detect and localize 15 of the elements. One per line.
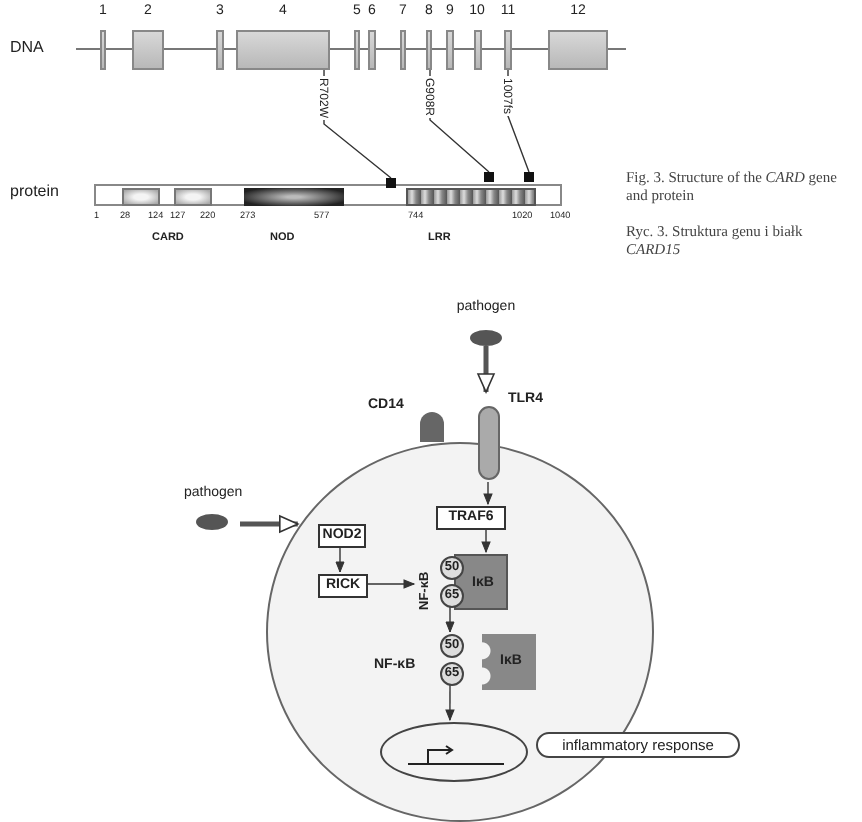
arrow [445,683,455,721]
domain-block [244,188,344,206]
side-label: DNA [10,40,44,56]
side-label: protein [10,184,59,200]
arrow [481,527,491,553]
protein-bar [94,184,562,206]
repeat-domain-block [406,188,536,206]
domain-block [122,188,160,206]
arrow [483,481,493,505]
domain-block [174,188,212,206]
arrow [445,605,455,633]
arrow [240,515,299,533]
arrow [335,545,345,573]
arrow [365,579,415,589]
arrow [477,346,495,393]
